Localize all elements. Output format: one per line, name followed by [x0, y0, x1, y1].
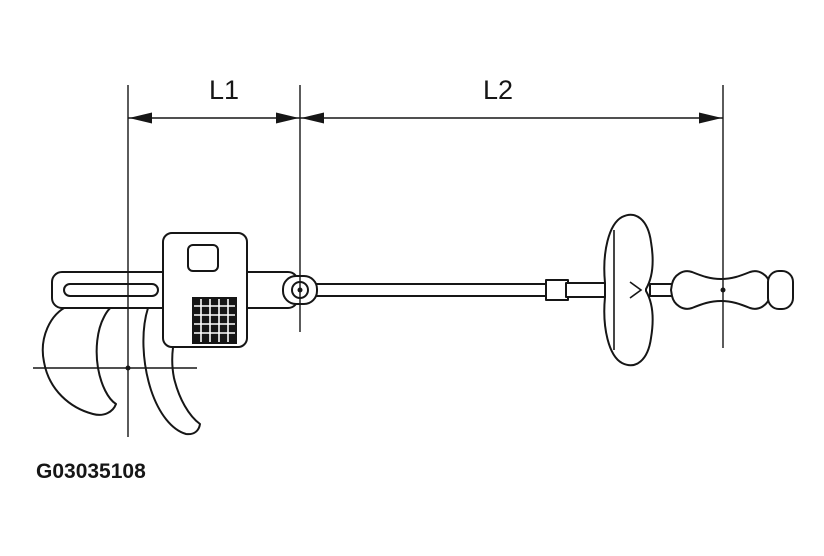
wrench-shaft — [311, 283, 551, 297]
handle-end-cap — [767, 270, 794, 310]
shaft-collar — [545, 279, 569, 301]
arrowhead-l1-left — [129, 112, 152, 124]
figure-id: G03035108 — [36, 460, 146, 483]
knurl-texture — [194, 299, 235, 342]
scale-flange — [603, 213, 654, 367]
drive-hole — [187, 244, 219, 272]
dimension-annotations: L1 L2 — [127, 75, 724, 437]
torque-wrench-body — [282, 213, 794, 367]
dimension-label-l2: L2 — [483, 75, 513, 105]
shank-slot — [63, 283, 159, 297]
arrowhead-l2-right — [699, 112, 722, 124]
fixed-jaw — [41, 305, 117, 416]
adjuster-knurl — [192, 297, 237, 344]
knurl-body — [192, 297, 237, 344]
dimension-label-l1: L1 — [209, 75, 239, 105]
arrowhead-l2-left — [301, 112, 324, 124]
adjustable-wrench-attachment — [41, 232, 299, 436]
arrowhead-l1-right — [276, 112, 299, 124]
pointer-mark — [629, 281, 643, 299]
